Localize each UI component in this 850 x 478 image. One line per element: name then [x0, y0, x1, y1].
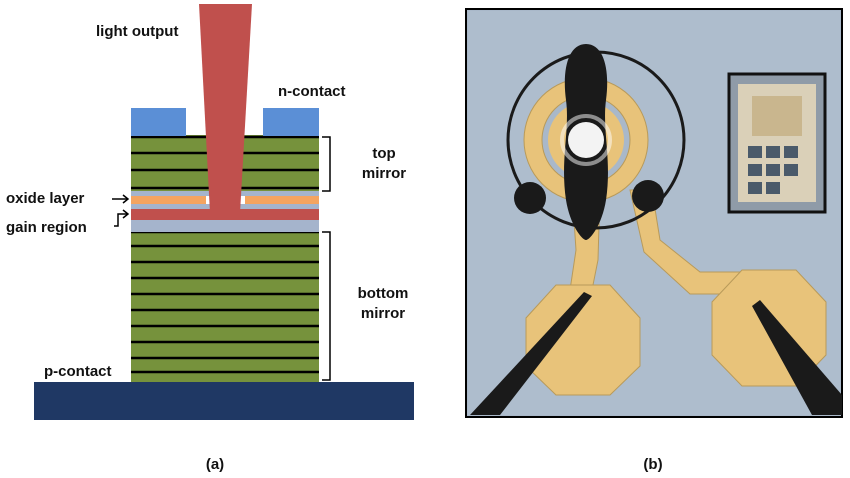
substrate	[34, 382, 414, 420]
label-p-contact: p-contact	[44, 364, 112, 379]
caption-a: (a)	[190, 457, 240, 472]
label-bottom-mirror-1: bottom	[346, 286, 420, 301]
label-gain-region: gain region	[6, 220, 87, 235]
oxide-layer-left	[131, 196, 206, 204]
label-n-contact: n-contact	[278, 84, 346, 99]
spacer-layer	[131, 220, 319, 232]
label-bottom-mirror-2: mirror	[346, 306, 420, 321]
top-mirror-bracket	[322, 137, 330, 191]
label-light-output: light output	[96, 24, 178, 39]
label-oxide-layer: oxide layer	[6, 191, 84, 206]
label-top-mirror-2: mirror	[354, 166, 414, 181]
gain-arrow	[114, 210, 128, 226]
n-contact-right	[263, 108, 319, 136]
micrograph	[466, 9, 842, 417]
oxide-arrow	[112, 195, 128, 203]
caption-b: (b)	[628, 457, 678, 472]
label-top-mirror-1: top	[354, 146, 414, 161]
bottom-mirror-bracket	[322, 232, 330, 380]
n-contact-left	[131, 108, 186, 136]
oxide-layer-right	[245, 196, 319, 204]
bottom-mirror	[131, 232, 319, 382]
